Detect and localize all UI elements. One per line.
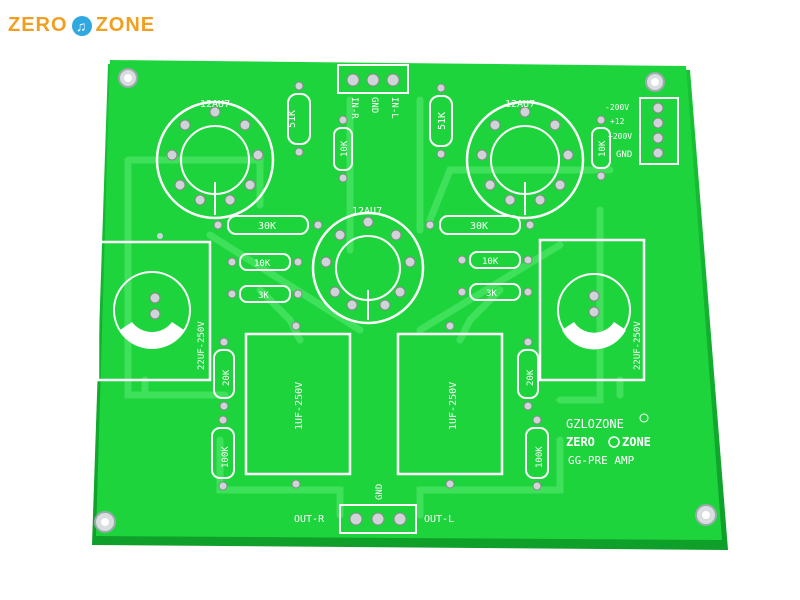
label-in-gnd: GND	[369, 97, 379, 113]
resistor-51k-left: 51K	[287, 110, 298, 128]
resistor-100k-left: 100K	[221, 446, 231, 468]
label-minus-200v: -200V	[605, 103, 629, 112]
tube-socket-center: 12AU7	[311, 206, 425, 325]
label-plus-12: +12	[610, 117, 625, 126]
pcb-surface	[96, 60, 722, 540]
registered-icon	[639, 413, 649, 423]
cap-label-right: 22UF-250V	[633, 321, 643, 370]
resistor-10k-right: 10K	[598, 140, 608, 157]
resistor-30k-left: 30K	[258, 221, 276, 232]
input-connector: IN-R GND IN-L	[337, 64, 409, 119]
resistor-10k-midleft: 10K	[254, 259, 271, 269]
resistor-51k-right: 51K	[437, 112, 448, 130]
label-plus-200v: +200V	[608, 132, 632, 141]
note-icon	[608, 436, 620, 448]
label-in-r: IN-R	[349, 97, 359, 119]
mounting-holes	[94, 68, 717, 533]
tube-label-right: 12AU7	[505, 99, 535, 110]
resistor-3k-left: 3K	[258, 291, 269, 301]
label-in-l: IN-L	[389, 97, 399, 119]
resistor-100k-right: 100K	[535, 446, 545, 468]
resistor-3k-right: 3K	[486, 289, 497, 299]
music-note-icon: ♫	[71, 15, 92, 36]
brand-zero: ZERO	[566, 435, 595, 449]
resistor-10k-midright: 10K	[482, 257, 499, 267]
cap-label-left: 22UF-250V	[197, 321, 207, 370]
power-connector: -200V +12 +200V GND	[605, 97, 679, 165]
resistors: 51K 10K 51K 10K 30K 30K 10K 3K 10K	[211, 81, 611, 491]
tube-socket-right: 12AU7	[465, 99, 585, 220]
label-out-gnd: GND	[375, 484, 385, 500]
copper-traces	[124, 96, 624, 519]
film-cap-label-left: 1UF-250V	[294, 382, 305, 430]
brand-logo: ZERO ♫ ZONE	[8, 14, 155, 37]
label-power-gnd: GND	[616, 150, 632, 160]
board-brand-block: GZLOZONE ZERO ZONE GG-PRE AMP	[566, 413, 651, 467]
film-cap-label-right: 1UF-250V	[448, 382, 459, 430]
tube-label-left: 12AU7	[200, 99, 230, 110]
electrolytic-cap-left: 22UF-250V	[96, 233, 212, 382]
tube-socket-left: 12AU7	[155, 99, 275, 220]
output-connector: OUT-R OUT-L GND	[294, 484, 454, 534]
brand-text-zone: ZONE	[95, 14, 156, 36]
resistor-20k-left: 20K	[222, 369, 232, 386]
brand-ggpreamp: GG-PRE AMP	[568, 454, 635, 467]
brand-text-zero: ZERO	[8, 14, 68, 36]
resistor-30k-right: 30K	[470, 221, 488, 232]
label-out-l: OUT-L	[424, 514, 454, 525]
brand-gzlozone: GZLOZONE	[566, 417, 624, 431]
electrolytic-cap-right: 22UF-250V	[538, 238, 646, 382]
brand-zone: ZONE	[622, 435, 651, 449]
label-out-r: OUT-R	[294, 514, 325, 525]
tube-label-center: 12AU7	[352, 206, 382, 217]
resistor-20k-right: 20K	[526, 369, 536, 386]
resistor-10k-top: 10K	[340, 140, 350, 157]
film-cap-right: 1UF-250V	[396, 321, 504, 489]
film-cap-left: 1UF-250V	[244, 321, 352, 489]
